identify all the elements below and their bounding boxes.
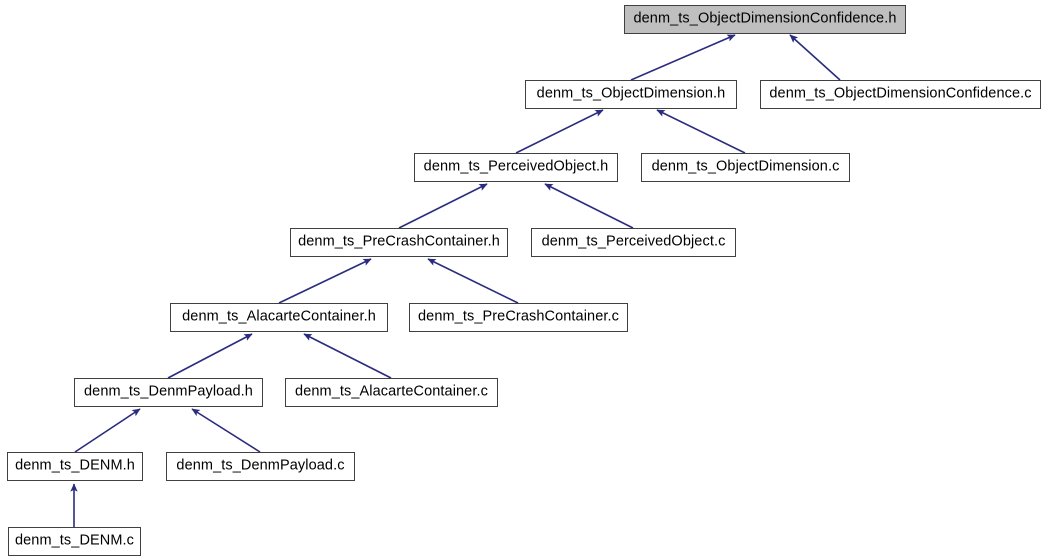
graph-node-label: denm_ts_ObjectDimensionConfidence.h — [633, 10, 897, 27]
graph-edge-alacarte_c-to-alacarte_h — [303, 333, 392, 379]
graph-node-label: denm_ts_ObjectDimension.h — [536, 85, 726, 102]
graph-edge-objdim_c-to-objdim_h — [656, 109, 746, 154]
graph-node-alacarte_c[interactable]: denm_ts_AlacarteContainer.c — [285, 378, 498, 407]
graph-node-label: denm_ts_PreCrashContainer.c — [418, 308, 619, 325]
graph-node-denm_c[interactable]: denm_ts_DENM.c — [8, 527, 141, 556]
graph-node-label: denm_ts_ObjectDimension.c — [651, 158, 840, 175]
graph-node-alacarte_h[interactable]: denm_ts_AlacarteContainer.h — [170, 303, 388, 332]
graph-node-label: denm_ts_ObjectDimensionConfidence.c — [769, 85, 1032, 102]
graph-node-label: denm_ts_DenmPayload.h — [84, 383, 253, 400]
graph-node-label: denm_ts_PerceivedObject.c — [541, 233, 726, 250]
graph-node-percobj_h[interactable]: denm_ts_PerceivedObject.h — [414, 153, 618, 182]
graph-node-label: denm_ts_DENM.h — [15, 457, 135, 474]
graph-edge-payload_h-to-alacarte_h — [167, 333, 253, 379]
graph-node-payload_h[interactable]: denm_ts_DenmPayload.h — [74, 378, 263, 407]
graph-node-label: denm_ts_DenmPayload.c — [176, 457, 345, 474]
graph-node-objdimconf_h[interactable]: denm_ts_ObjectDimensionConfidence.h — [624, 5, 906, 34]
graph-node-label: denm_ts_AlacarteContainer.h — [182, 308, 376, 325]
graph-node-label: denm_ts_DENM.c — [14, 532, 135, 549]
graph-node-label: denm_ts_AlacarteContainer.c — [295, 383, 488, 400]
graph-node-precrash_h[interactable]: denm_ts_PreCrashContainer.h — [290, 228, 508, 257]
graph-node-denm_h[interactable]: denm_ts_DENM.h — [7, 452, 143, 481]
graph-node-label: denm_ts_PreCrashContainer.h — [298, 233, 500, 250]
graph-edge-denm_h-to-payload_h — [74, 408, 141, 453]
graph-edge-percobj_c-to-percobj_h — [544, 183, 634, 229]
graph-edge-objdim_h-to-objdimconf_h — [630, 34, 736, 81]
graph-edge-payload_c-to-payload_h — [191, 408, 261, 453]
graph-node-objdim_h[interactable]: denm_ts_ObjectDimension.h — [525, 80, 737, 109]
graph-edge-objdimconf_c-to-objdimconf_h — [789, 34, 841, 81]
graph-edge-precrash_h-to-percobj_h — [398, 183, 488, 229]
graph-node-payload_c[interactable]: denm_ts_DenmPayload.c — [166, 452, 355, 481]
graph-node-percobj_c[interactable]: denm_ts_PerceivedObject.c — [531, 228, 736, 257]
graph-node-precrash_c[interactable]: denm_ts_PreCrashContainer.c — [409, 303, 628, 332]
graph-edge-alacarte_h-to-precrash_h — [278, 258, 372, 304]
graph-edge-percobj_h-to-objdim_h — [515, 109, 604, 154]
graph-node-label: denm_ts_PerceivedObject.h — [423, 158, 609, 175]
graph-node-objdim_c[interactable]: denm_ts_ObjectDimension.c — [641, 153, 850, 182]
graph-edge-precrash_c-to-precrash_h — [427, 258, 519, 304]
graph-node-objdimconf_c[interactable]: denm_ts_ObjectDimensionConfidence.c — [760, 80, 1041, 109]
